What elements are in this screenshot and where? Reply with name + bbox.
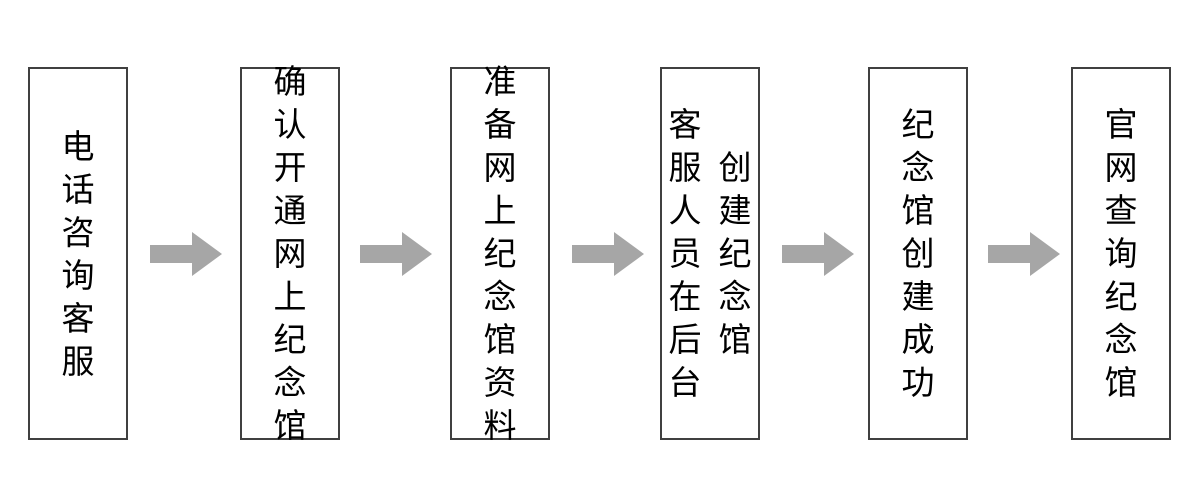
- flow-node-6-label: 官 网 查 询 纪 念 馆: [1104, 106, 1138, 401]
- flow-arrow-1: [150, 232, 222, 276]
- right-arrow-icon: [572, 232, 644, 276]
- flow-node-2[interactable]: 确 认 开 通 网 上 纪 念 馆: [240, 63, 340, 444]
- flow-node-5[interactable]: 纪 念 馆 创 建 成 功: [868, 67, 968, 440]
- flow-node-4[interactable]: 客 服 人 员 在 后 台 创 建 纪 念 馆: [660, 67, 760, 440]
- flow-node-5-label: 纪 念 馆 创 建 成 功: [901, 106, 935, 401]
- flow-arrow-2: [360, 232, 432, 276]
- right-arrow-icon: [360, 232, 432, 276]
- right-arrow-icon: [150, 232, 222, 276]
- right-arrow-icon: [988, 232, 1060, 276]
- flow-arrow-5: [988, 232, 1060, 276]
- flow-node-1-label: 电 话 咨 询 客 服: [61, 127, 95, 380]
- flow-node-4-column-1: 客 服 人 员 在 后 台: [663, 69, 707, 438]
- flow-node-6[interactable]: 官 网 查 询 纪 念 馆: [1071, 67, 1171, 440]
- flow-node-3[interactable]: 准 备 网 上 纪 念 馆 资 料: [450, 63, 550, 444]
- flow-arrow-4: [782, 232, 854, 276]
- flow-node-4-label-right: 创 建 纪 念 馆: [718, 149, 752, 358]
- flow-node-1-column-1: 电 话 咨 询 客 服: [62, 69, 95, 438]
- flow-node-6-column-1: 官 网 查 询 纪 念 馆: [1105, 69, 1138, 438]
- flow-node-3-label: 准 备 网 上 纪 念 馆 资 料: [483, 63, 517, 444]
- flow-node-4-column-2: 创 建 纪 念 馆: [713, 69, 757, 438]
- flow-node-4-label-left: 客 服 人 员 在 后 台: [668, 106, 702, 401]
- flow-node-5-column-1: 纪 念 馆 创 建 成 功: [902, 69, 935, 438]
- flow-node-3-column-1: 准 备 网 上 纪 念 馆 资 料: [484, 63, 517, 444]
- flow-arrow-3: [572, 232, 644, 276]
- flow-node-1[interactable]: 电 话 咨 询 客 服: [28, 67, 128, 440]
- right-arrow-icon: [782, 232, 854, 276]
- flow-node-2-column-1: 确 认 开 通 网 上 纪 念 馆: [274, 63, 307, 444]
- flow-node-2-label: 确 认 开 通 网 上 纪 念 馆: [273, 63, 307, 444]
